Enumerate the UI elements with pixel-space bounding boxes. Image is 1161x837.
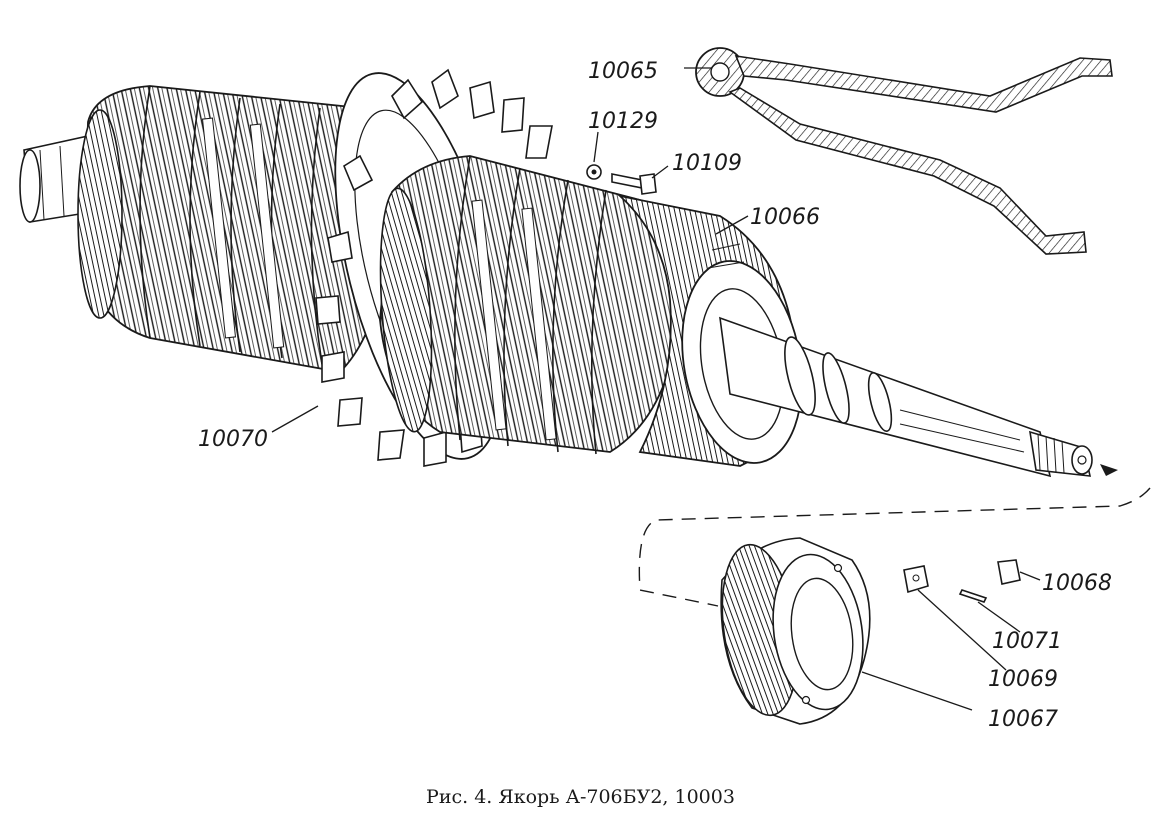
key-block [903, 565, 929, 594]
label-10071: 10071 [992, 629, 1062, 654]
equalizer-connection [695, 47, 1113, 255]
armature-core [379, 155, 680, 455]
lock-washer [586, 164, 602, 180]
label-10109: 10109 [672, 151, 742, 176]
label-10069: 10069 [988, 667, 1058, 692]
label-10070: 10070 [198, 427, 268, 452]
bolt [611, 173, 657, 195]
shaft-right [719, 316, 1093, 478]
label-10065: 10065 [588, 59, 658, 84]
armature-left-winding [77, 85, 394, 373]
pin [958, 589, 988, 603]
figure-caption: Рис. 4. Якорь А-706БУ2, 10003 [426, 786, 735, 808]
commutator-nut [720, 537, 871, 725]
shaft-left-end [19, 135, 93, 223]
arrowhead [1100, 464, 1118, 476]
leader-lines [271, 67, 1041, 711]
label-10067: 10067 [988, 707, 1058, 732]
label-10068: 10068 [1042, 571, 1112, 596]
label-10129: 10129 [588, 109, 658, 134]
assembly-path [638, 487, 1151, 607]
label-10066: 10066 [750, 205, 820, 230]
callout-labels: 10065 10129 10109 10066 10070 10068 1007… [198, 59, 1112, 732]
lock-plate [997, 559, 1021, 585]
shaft-thread [1029, 430, 1093, 477]
